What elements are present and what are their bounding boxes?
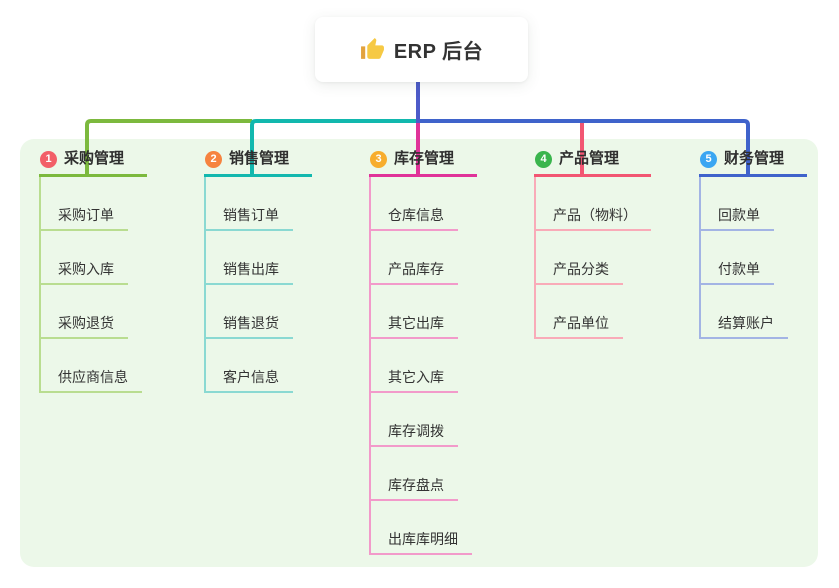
branch-label: 库存管理 <box>394 150 455 167</box>
child-node[interactable]: 供应商信息 <box>41 339 142 393</box>
branch-node[interactable]: 1 采购管理 <box>39 150 147 177</box>
branch-children: 销售订单销售出库销售退货客户信息 <box>204 177 312 393</box>
branches-panel <box>20 139 818 567</box>
branch-label: 销售管理 <box>229 150 290 167</box>
branch-node[interactable]: 5 财务管理 <box>699 150 807 177</box>
branch-children: 仓库信息产品库存其它出库其它入库库存调拨库存盘点出库库明细 <box>369 177 477 555</box>
child-node[interactable]: 采购退货 <box>41 285 128 339</box>
branch-children: 产品（物料）产品分类产品单位 <box>534 177 651 339</box>
branch-index-badge: 1 <box>40 150 57 168</box>
child-node[interactable]: 销售退货 <box>206 285 293 339</box>
child-node[interactable]: 仓库信息 <box>371 177 458 231</box>
child-node[interactable]: 销售出库 <box>206 231 293 285</box>
branch-children: 采购订单采购入库采购退货供应商信息 <box>39 177 147 393</box>
branch-column: 4 产品管理 产品（物料）产品分类产品单位 <box>534 150 651 339</box>
child-node[interactable]: 采购订单 <box>41 177 128 231</box>
branch-index-badge: 4 <box>535 150 552 168</box>
child-node[interactable]: 出库库明细 <box>371 501 472 555</box>
branch-label: 采购管理 <box>64 150 125 167</box>
child-node[interactable]: 产品（物料） <box>536 177 651 231</box>
branch-column: 1 采购管理 采购订单采购入库采购退货供应商信息 <box>39 150 147 393</box>
child-node[interactable]: 产品分类 <box>536 231 623 285</box>
child-node[interactable]: 结算账户 <box>701 285 788 339</box>
branch-column: 2 销售管理 销售订单销售出库销售退货客户信息 <box>204 150 312 393</box>
branch-children: 回款单付款单结算账户 <box>699 177 807 339</box>
branch-index-badge: 3 <box>370 150 387 168</box>
child-node[interactable]: 销售订单 <box>206 177 293 231</box>
branch-column: 3 库存管理 仓库信息产品库存其它出库其它入库库存调拨库存盘点出库库明细 <box>369 150 477 555</box>
thumbs-up-icon <box>360 38 384 59</box>
child-node[interactable]: 其它出库 <box>371 285 458 339</box>
branch-column: 5 财务管理 回款单付款单结算账户 <box>699 150 807 339</box>
branch-node[interactable]: 2 销售管理 <box>204 150 312 177</box>
child-node[interactable]: 库存盘点 <box>371 447 458 501</box>
child-node[interactable]: 采购入库 <box>41 231 128 285</box>
branch-node[interactable]: 4 产品管理 <box>534 150 651 177</box>
branch-node[interactable]: 3 库存管理 <box>369 150 477 177</box>
branch-label: 财务管理 <box>724 150 785 167</box>
root-title: ERP 后台 <box>393 41 484 63</box>
child-node[interactable]: 回款单 <box>701 177 774 231</box>
branch-index-badge: 2 <box>205 150 222 168</box>
branch-label: 产品管理 <box>559 150 620 167</box>
child-node[interactable]: 付款单 <box>701 231 774 285</box>
child-node[interactable]: 客户信息 <box>206 339 293 393</box>
child-node[interactable]: 库存调拨 <box>371 393 458 447</box>
child-node[interactable]: 其它入库 <box>371 339 458 393</box>
child-node[interactable]: 产品库存 <box>371 231 458 285</box>
root-node[interactable]: ERP 后台 <box>315 17 528 82</box>
branch-index-badge: 5 <box>700 150 717 168</box>
child-node[interactable]: 产品单位 <box>536 285 623 339</box>
